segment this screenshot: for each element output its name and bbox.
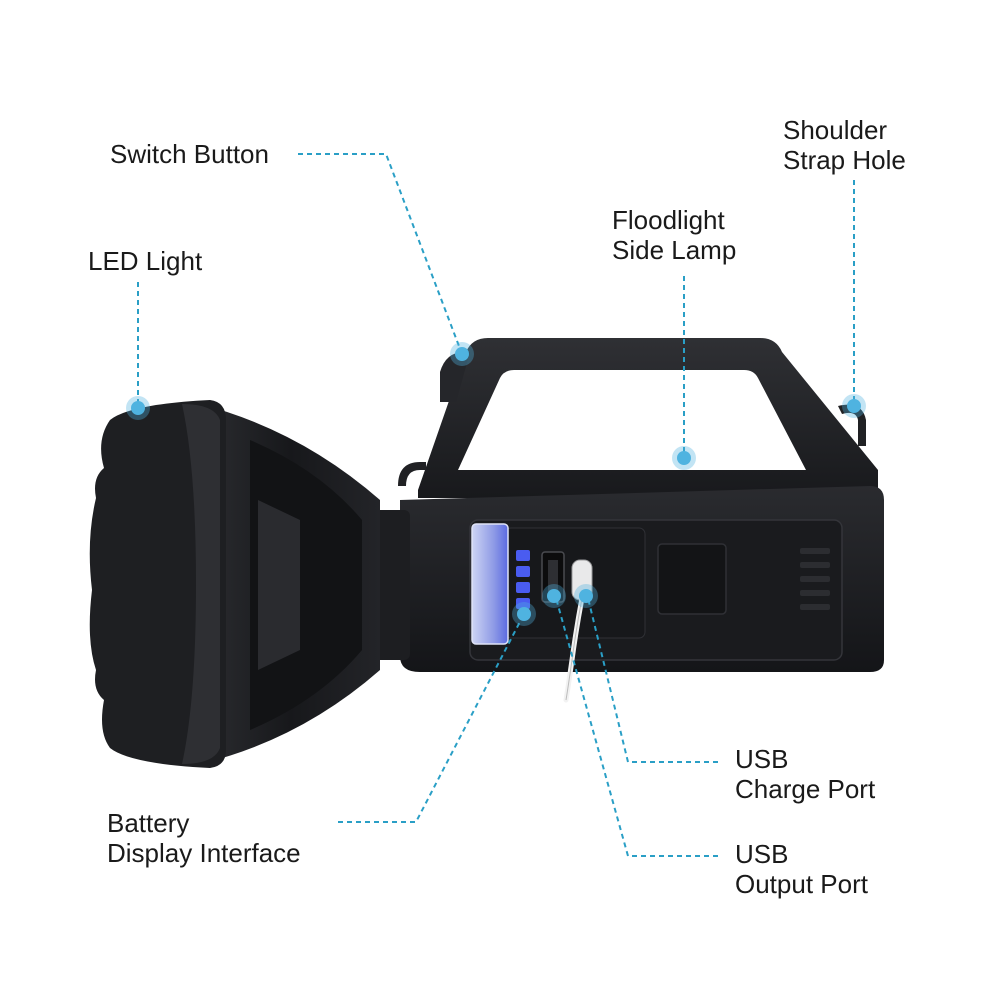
leader-usb-output-port [555,597,718,857]
handle [398,338,878,498]
marker-usb-output-port [542,584,566,608]
marker-usb-charge-port [574,584,598,608]
marker-dots [126,342,866,626]
battery-indicator-leds [516,550,530,609]
main-body [374,486,884,703]
front-bezel [89,400,226,768]
label-usb-charge-port: USB Charge Port [735,744,875,804]
label-shoulder-strap-hole-line2: Strap Hole [783,145,906,175]
leader-switch-button [298,153,463,355]
label-floodlight-side-lamp-line1: Floodlight [612,205,725,235]
label-usb-output-port-line1: USB [735,839,789,869]
label-usb-output-port: USB Output Port [735,839,868,899]
label-shoulder-strap-hole: Shoulder Strap Hole [783,115,906,175]
square-recess [657,543,727,615]
marker-battery-display [512,602,536,626]
leader-battery-display [338,613,525,823]
marker-floodlight-side-lamp [672,446,696,470]
label-floodlight-side-lamp: Floodlight Side Lamp [612,205,736,265]
label-battery-display-interface-line1: Battery [107,808,190,838]
label-led-light: LED Light [88,246,202,276]
label-usb-output-port-line2: Output Port [735,869,868,899]
label-usb-charge-port-line2: Charge Port [735,774,876,804]
battery-display-window [471,523,509,645]
lamp-head [89,400,380,768]
leader-usb-charge-port [587,597,718,763]
label-shoulder-strap-hole-line1: Shoulder [783,115,888,145]
label-usb-charge-port-line1: USB [735,744,789,774]
label-switch-button-text: Switch Button [110,139,269,169]
label-floodlight-side-lamp-line2: Side Lamp [612,235,737,265]
label-battery-display-interface-line2: Display Interface [107,838,301,868]
marker-led-light [126,396,150,420]
marker-shoulder-strap-hole [842,394,866,418]
switch-button [440,352,470,402]
strap-loop-left [398,462,426,486]
grip-ridges [800,548,830,610]
marker-switch-button [450,342,474,366]
strap-loop-right [838,404,866,446]
label-led-light-text: LED Light [88,246,203,276]
label-battery-display-interface: Battery Display Interface [107,808,301,868]
handle-opening [458,370,806,470]
label-switch-button: Switch Button [110,139,269,169]
leader-lines [137,153,855,857]
